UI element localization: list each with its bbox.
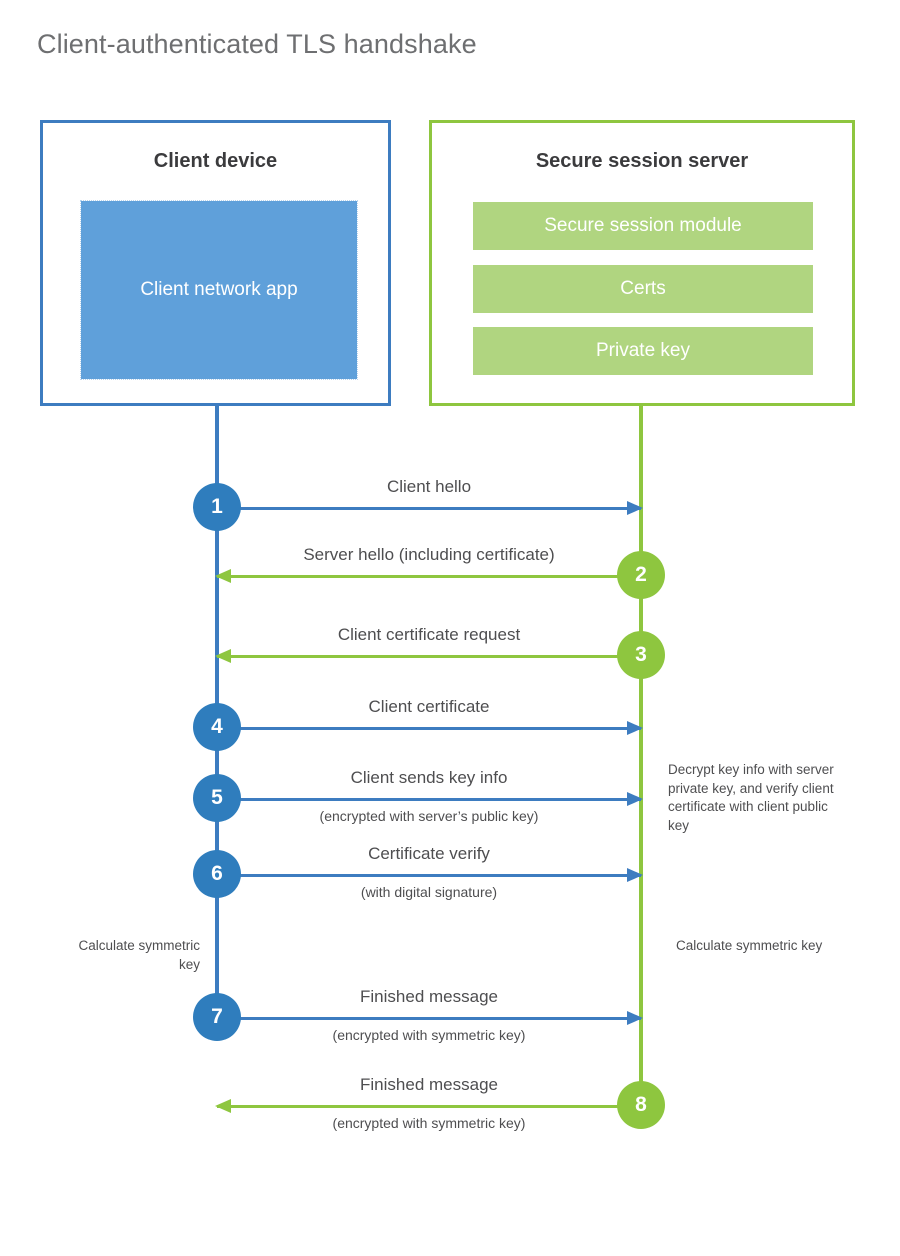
arrowhead-right-icon — [627, 1011, 643, 1025]
client-device-title: Client device — [153, 150, 278, 172]
step-badge-8[interactable]: 8 — [617, 1081, 665, 1129]
note-server-calculate-symmetric-key: Calculate symmetric key — [676, 938, 823, 953]
client-device-box: Client device Client network app — [40, 120, 391, 406]
arrowhead-right-icon — [627, 501, 643, 515]
arrowhead-left-icon — [215, 649, 231, 663]
message-arrow-4 — [217, 727, 641, 730]
certs-component: Certs — [473, 265, 813, 313]
message-arrow-6 — [217, 874, 641, 877]
step-badge-4[interactable]: 4 — [193, 703, 241, 751]
message-arrow-2 — [217, 575, 641, 578]
arrowhead-left-icon — [215, 569, 231, 583]
note-client-calculate-symmetric-key: Calculate symmetric key — [78, 938, 200, 972]
arrowhead-right-icon — [627, 721, 643, 735]
message-label-6: Certificate verify — [368, 844, 490, 863]
message-arrow-1 — [217, 507, 641, 510]
client-network-app-component: Client network app — [80, 200, 358, 380]
step-badge-1[interactable]: 1 — [193, 483, 241, 531]
step-badge-5[interactable]: 5 — [193, 774, 241, 822]
message-label-4: Client certificate — [368, 697, 490, 716]
step-badge-2[interactable]: 2 — [617, 551, 665, 599]
private-key-component: Private key — [473, 327, 813, 375]
message-arrow-7 — [217, 1017, 641, 1020]
message-sublabel-5: (encrypted with server’s public key) — [319, 808, 539, 824]
step-badge-7[interactable]: 7 — [193, 993, 241, 1041]
message-arrow-3 — [217, 655, 641, 658]
arrowhead-right-icon — [627, 868, 643, 882]
page-title: Client-authenticated TLS handshake — [37, 29, 477, 59]
message-label-2: Server hello (including certificate) — [303, 545, 555, 564]
step-badge-3[interactable]: 3 — [617, 631, 665, 679]
message-label-8: Finished message — [360, 1075, 498, 1094]
message-sublabel-6: (with digital signature) — [360, 884, 498, 900]
message-label-1: Client hello — [386, 477, 472, 496]
message-sublabel-7: (encrypted with symmetric key) — [332, 1027, 526, 1043]
arrowhead-left-icon — [215, 1099, 231, 1113]
message-arrow-5 — [217, 798, 641, 801]
secure-session-server-box: Secure session server Secure session mod… — [429, 120, 855, 406]
arrowhead-right-icon — [627, 792, 643, 806]
step-badge-6[interactable]: 6 — [193, 850, 241, 898]
note-server-decrypt: Decrypt key info with server private key… — [668, 762, 834, 833]
server-lifeline — [639, 404, 643, 1107]
message-sublabel-8: (encrypted with symmetric key) — [332, 1115, 526, 1131]
message-label-3: Client certificate request — [337, 625, 521, 644]
secure-session-module-component: Secure session module — [473, 202, 813, 250]
secure-session-server-title: Secure session server — [535, 150, 749, 172]
message-arrow-8 — [217, 1105, 641, 1108]
message-label-7: Finished message — [360, 987, 498, 1006]
message-label-5: Client sends key info — [350, 768, 508, 787]
